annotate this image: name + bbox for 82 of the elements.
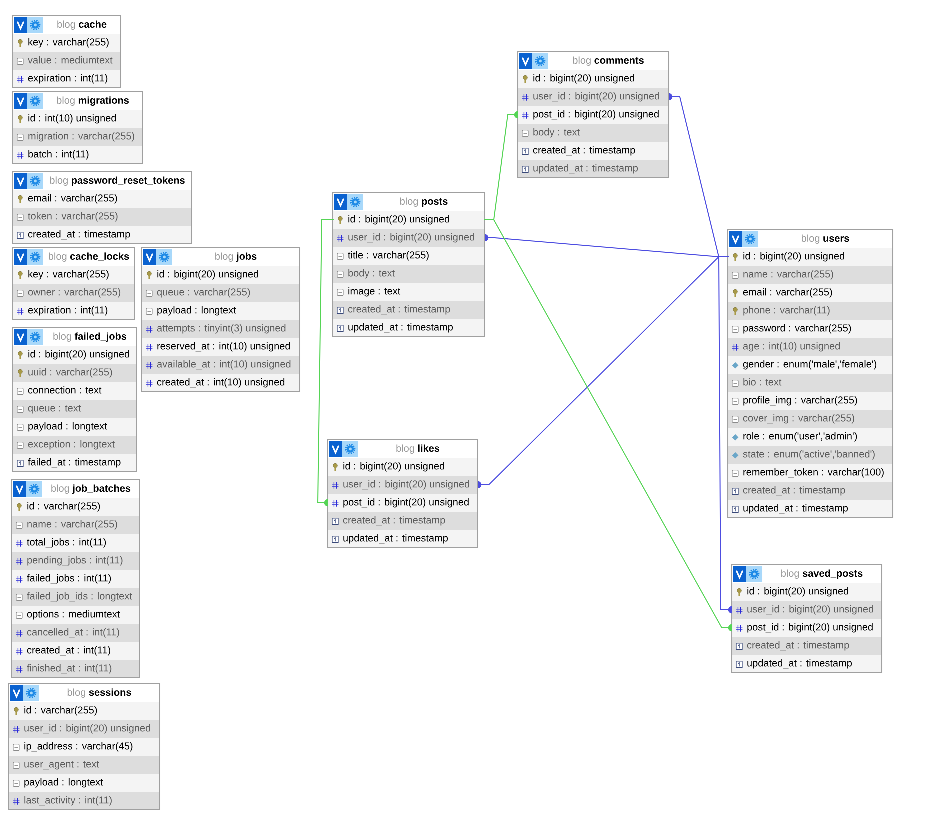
table-row: cover_img : varchar(255) [728,410,894,428]
table-row: batch : int(11) [13,146,143,164]
table-row: email : varchar(255) [13,190,192,208]
table-row: attempts : tinyint(3) unsigned [142,320,300,338]
table-row: payload : longtext [13,418,137,436]
table-row: last_activity : int(11) [9,792,160,810]
table-row: bio : text [728,374,894,392]
table-row: payload : longtext [142,302,300,320]
table-row: total_jobs : int(11) [12,534,140,552]
table-row: phone : varchar(11) [728,302,894,320]
table-row: id : varchar(255) [9,702,160,720]
table-row: exception : longtext [13,436,137,454]
table-row: body : text [518,124,669,142]
table-row: failed_jobs : int(11) [12,570,140,588]
table-row: uuid : varchar(255) [13,364,137,382]
table-row: expiration : int(11) [13,302,135,320]
table-row: body : text [333,265,485,283]
table-row: user_agent : text [9,756,160,774]
table-row: remember_token : varchar(100) [728,464,894,482]
table-row: queue : varchar(255) [142,284,300,302]
table-row: updated_at : timestamp [518,160,669,178]
table-row: reserved_at : int(10) unsigned [142,338,300,356]
table-row: finished_at : int(11) [12,660,140,678]
table-row: updated_at : timestamp [333,319,485,337]
table-row: name : varchar(255) [728,266,894,284]
table-row: password : varchar(255) [728,320,894,338]
table-row: updated_at : timestamp [728,500,894,518]
table-row: cancelled_at : int(11) [12,624,140,642]
table-row: id : bigint(20) unsigned [328,458,478,476]
table-row: connection : text [13,382,137,400]
table-row: id : bigint(20) unsigned [518,70,669,88]
table-row: value : mediumtext [13,52,121,70]
table-row: id : bigint(20) unsigned [732,583,882,601]
table-row: created_at : timestamp [728,482,894,500]
table-row: created_at : int(11) [12,642,140,660]
table-row: id : varchar(255) [12,498,140,516]
table-row: migration : varchar(255) [13,128,143,146]
relation-line [484,220,733,632]
table-row: created_at : int(10) unsigned [142,374,300,392]
table-row: gender : enum('male','female') [728,356,894,374]
table-row: updated_at : timestamp [732,655,882,673]
table-row: profile_img : varchar(255) [728,392,894,410]
table-row: title : varchar(255) [333,247,485,265]
table-row: token : varchar(255) [13,208,192,226]
table-row: created_at : timestamp [518,142,669,160]
table-row: email : varchar(255) [728,284,894,302]
relation-line [318,220,334,507]
table-row: pending_jobs : int(11) [12,552,140,570]
table-row: post_id : bigint(20) unsigned [328,494,478,512]
table-row: user_id : bigint(20) unsigned [328,476,478,494]
table-row: created_at : timestamp [328,512,478,530]
table-row: post_id : bigint(20) unsigned [518,106,669,124]
table-row: user_id : bigint(20) unsigned [732,601,882,619]
table-row: post_id : bigint(20) unsigned [732,619,882,637]
table-row: owner : varchar(255) [13,284,135,302]
table-row: id : bigint(20) unsigned [333,211,485,229]
table-row: failed_job_ids : longtext [12,588,140,606]
table-row: user_id : bigint(20) unsigned [9,720,160,738]
table-row: id : bigint(20) unsigned [728,248,894,266]
table-row: user_id : bigint(20) unsigned [518,88,669,106]
table-row: available_at : int(10) unsigned [142,356,300,374]
table-row: role : enum('user','admin') [728,428,894,446]
table-row: key : varchar(255) [13,266,135,284]
table-row: payload : longtext [9,774,160,792]
table-row: queue : text [13,400,137,418]
table-row: options : mediumtext [12,606,140,624]
table-row: user_id : bigint(20) unsigned [333,229,485,247]
table-row: updated_at : timestamp [328,530,478,548]
table-row: key : varchar(255) [13,34,121,52]
table-row: ip_address : varchar(45) [9,738,160,756]
table-row: failed_at : timestamp [13,454,137,472]
table-row: state : enum('active','banned') [728,446,894,464]
table-row: age : int(10) unsigned [728,338,894,356]
table-row: created_at : timestamp [732,637,882,655]
table-row: id : bigint(20) unsigned [13,346,137,364]
table-row: created_at : timestamp [333,301,485,319]
relation-line [718,256,733,614]
table-row: id : bigint(20) unsigned [142,266,300,284]
table-row: created_at : timestamp [13,226,192,244]
table-row: name : varchar(255) [12,516,140,534]
table-row: id : int(10) unsigned [13,110,143,128]
table-row: image : text [333,283,485,301]
